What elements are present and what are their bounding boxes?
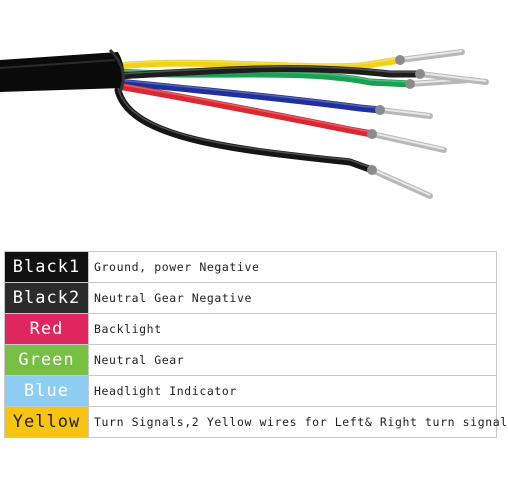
wire [114, 86, 376, 174]
color-swatch: Yellow [4, 406, 89, 438]
wire-description: Neutral Gear [88, 344, 497, 376]
wire-description: Ground, power Negative [88, 251, 497, 283]
terminal-shine [419, 72, 487, 82]
wire [114, 65, 424, 80]
cable-sheath [0, 48, 125, 93]
color-swatch: Red [4, 313, 89, 345]
wire [114, 82, 376, 138]
wire-description: Headlight Indicator [88, 375, 497, 407]
wire-highlight [117, 87, 373, 169]
wire-highlight [117, 83, 373, 133]
crimp-ring [367, 165, 377, 175]
crimp-ring [395, 55, 405, 65]
wire-description: Backlight [88, 313, 497, 345]
wire-description: Neutral Gear Negative [88, 282, 497, 314]
wire-bundle [114, 56, 424, 174]
crimp-ring [415, 69, 425, 79]
wire-highlight [117, 79, 381, 109]
wire [114, 78, 384, 114]
color-swatch: Green [4, 344, 89, 376]
wire-highlight [117, 65, 420, 75]
color-swatch: Black1 [4, 251, 89, 283]
terminal-connectors [367, 49, 489, 199]
terminal-shine [379, 108, 431, 116]
crimp-ring [405, 79, 415, 89]
wire [114, 56, 404, 71]
wire-description: Turn Signals,2 Yellow wires for Left& Ri… [88, 406, 507, 438]
color-swatch: Black2 [4, 282, 89, 314]
terminal-shine [371, 132, 445, 150]
crimp-ring [367, 129, 377, 139]
wire-harness-photo [0, 48, 489, 199]
terminal-shine [371, 168, 431, 196]
crimp-ring [375, 105, 385, 115]
terminal-shine [399, 50, 463, 60]
wire-highlight [117, 57, 401, 66]
color-swatch: Blue [4, 375, 89, 407]
